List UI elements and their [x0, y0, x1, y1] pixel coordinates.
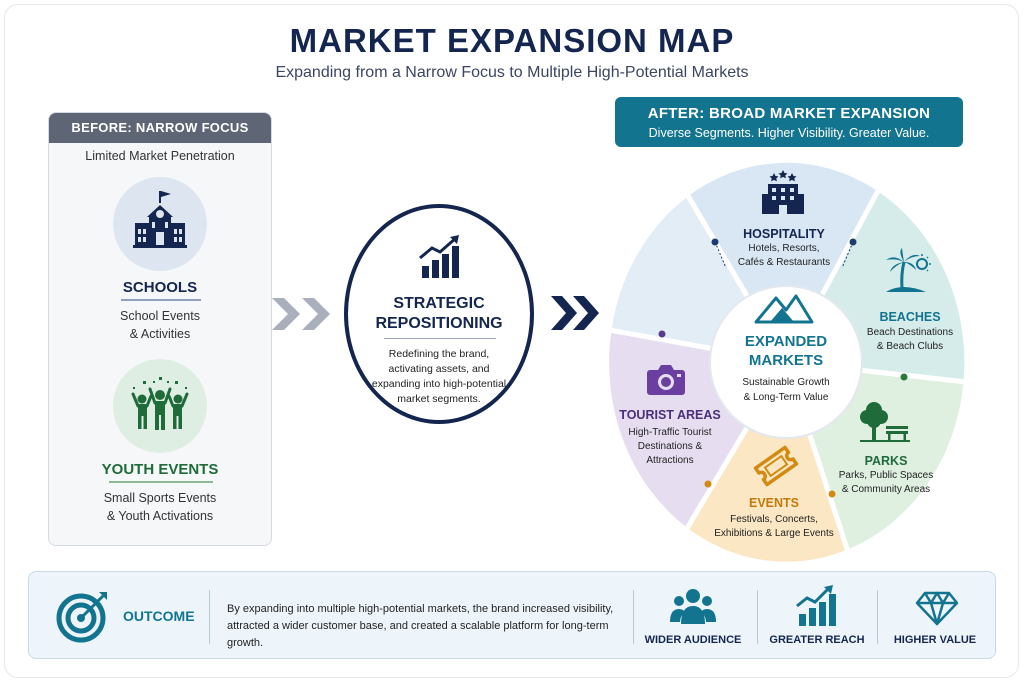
beaches-desc-line-1: Beach Destinations	[866, 327, 954, 338]
tourist-areas-desc-line-3: Attractions	[646, 455, 694, 466]
youth-events-desc-line-1: Small Sports Events	[103, 491, 217, 505]
chevron-right-icon	[272, 298, 330, 330]
outcome-text: By expanding into multiple high-potentia…	[227, 603, 614, 649]
outcome-label: OUTCOME	[123, 608, 195, 624]
strategic-desc-line-3: expanding into high-potential	[371, 378, 507, 390]
people-celebrating-icon	[131, 377, 189, 430]
diamond-icon	[915, 591, 959, 626]
youth-events-label: YOUTH EVENTS	[101, 461, 219, 478]
events-label: EVENTS	[748, 496, 799, 510]
before-panel: BEFORE: NARROW FOCUS Limited Market Pene…	[48, 112, 272, 546]
expanded-markets-title: EXPANDED MARKETS	[716, 332, 856, 370]
higher-value-label: HIGHER VALUE	[893, 634, 977, 646]
tourist-areas-desc-line-2: Destinations &	[637, 441, 703, 452]
schools-desc-line-1: School Events	[120, 309, 200, 323]
outcome-divider	[757, 590, 758, 644]
beaches-label: BEACHES	[879, 310, 941, 324]
strategic-desc: Redefining the brand, activating assets,…	[362, 347, 516, 407]
youth-events-desc-line-2: & Youth Activations	[106, 509, 214, 523]
palm-tree-icon	[886, 248, 931, 292]
schools-desc: School Events & Activities	[49, 307, 271, 343]
ticket-icon	[753, 445, 799, 487]
schools-underline	[121, 299, 201, 301]
beaches-desc: Beach Destinations & Beach Clubs	[850, 326, 970, 354]
events-desc: Festivals, Concerts, Exhibitions & Large…	[704, 513, 844, 541]
parks-desc: Parks, Public Spaces & Community Areas	[826, 469, 946, 497]
outcome-divider	[633, 590, 634, 644]
schools-icon-circle	[113, 177, 207, 271]
mountains-icon	[754, 294, 814, 324]
parks-label: PARKS	[864, 454, 908, 468]
expanded-desc-line-2: & Long-Term Value	[743, 392, 829, 403]
strategic-divider	[384, 338, 496, 339]
after-subheader: Diverse Segments. Higher Visibility. Gre…	[648, 126, 930, 140]
growth-chart-icon	[419, 235, 459, 278]
parks-desc-line-1: Parks, Public Spaces	[838, 470, 934, 481]
strategic-title-line-1: STRATEGIC	[393, 295, 485, 312]
after-header-box: AFTER: BROAD MARKET EXPANSION Diverse Se…	[615, 97, 963, 147]
strategic-desc-line-1: Redefining the brand,	[388, 348, 490, 360]
before-subheader: Limited Market Penetration	[85, 149, 235, 163]
bar-chart-icon	[796, 585, 836, 626]
beaches-desc-line-2: & Beach Clubs	[876, 341, 944, 352]
strategic-desc-line-4: market segments.	[397, 393, 481, 405]
tourist-areas-desc-line-1: High-Traffic Tourist	[628, 427, 712, 438]
strategic-title: STRATEGIC REPOSITIONING	[348, 294, 530, 334]
segment-hospitality	[683, 160, 883, 368]
hotel-icon	[762, 170, 804, 214]
expanded-title-line-2: MARKETS	[748, 352, 824, 369]
events-desc-line-2: Exhibitions & Large Events	[714, 528, 834, 539]
youth-events-icon-circle	[113, 359, 207, 453]
schools-desc-line-2: & Activities	[129, 327, 191, 341]
expanded-desc-line-1: Sustainable Growth	[742, 377, 830, 388]
segment-events	[682, 355, 852, 564]
schools-label: SCHOOLS	[122, 279, 198, 296]
chevron-right-icon	[551, 296, 599, 330]
audience-icon	[670, 589, 716, 624]
outcome-divider	[877, 590, 878, 644]
parks-desc-line-2: & Community Areas	[841, 484, 931, 495]
before-header: BEFORE: NARROW FOCUS	[49, 113, 271, 143]
expanded-title-line-1: EXPANDED	[744, 333, 828, 350]
market-wheel	[604, 160, 970, 564]
youth-events-desc: Small Sports Events & Youth Activations	[49, 489, 271, 525]
tourist-areas-label: TOURIST AREAS	[619, 408, 721, 422]
strategic-title-line-2: REPOSITIONING	[375, 315, 503, 332]
outcome-panel: OUTCOME By expanding into multiple high-…	[28, 571, 996, 659]
outcome-divider	[209, 590, 210, 644]
wider-audience-label: WIDER AUDIENCE	[644, 634, 742, 646]
hospitality-desc-line-1: Hotels, Resorts,	[748, 243, 820, 254]
hospitality-desc: Hotels, Resorts, Cafés & Restaurants	[714, 242, 854, 270]
page-subtitle: Expanding from a Narrow Focus to Multipl…	[275, 64, 749, 81]
tourist-areas-desc: High-Traffic Tourist Destinations & Attr…	[610, 426, 730, 468]
youth-events-underline	[109, 481, 213, 483]
hospitality-desc-line-2: Cafés & Restaurants	[737, 257, 831, 268]
expanded-markets-desc: Sustainable Growth & Long-Term Value	[716, 375, 856, 405]
events-desc-line-1: Festivals, Concerts,	[730, 514, 818, 525]
strategic-repositioning-circle: STRATEGIC REPOSITIONING Redefining the b…	[344, 204, 534, 424]
greater-reach-label: GREATER REACH	[769, 634, 865, 646]
after-header: AFTER: BROAD MARKET EXPANSION	[647, 105, 931, 122]
tree-bench-icon	[860, 402, 910, 442]
hospitality-label: HOSPITALITY	[743, 227, 825, 241]
page-title: MARKET EXPANSION MAP	[289, 22, 735, 59]
target-icon	[56, 592, 107, 643]
school-icon	[133, 191, 187, 248]
strategic-desc-line-2: activating assets, and	[388, 363, 490, 375]
camera-icon	[647, 365, 685, 395]
